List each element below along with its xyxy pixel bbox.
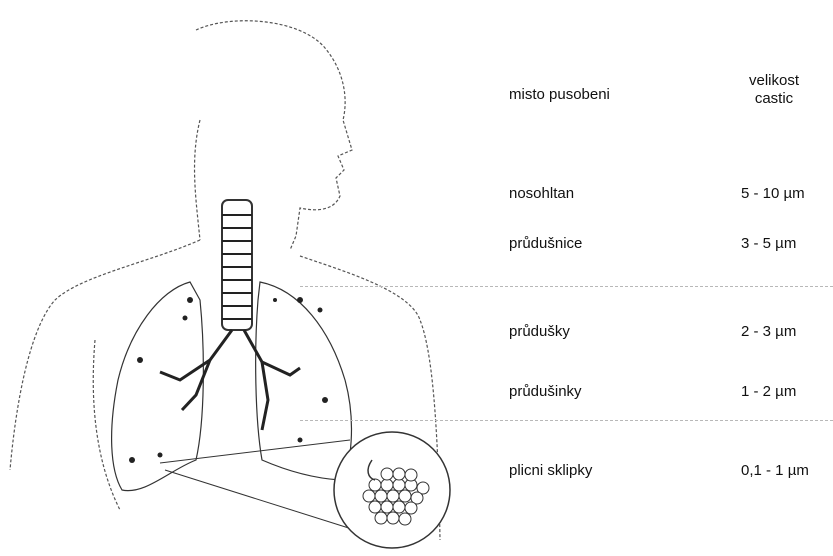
row-size: 3 - 5 µm xyxy=(741,235,796,252)
header-particle-size: velikost castic xyxy=(720,72,828,108)
row-size: 1 - 2 µm xyxy=(741,383,796,400)
head-outline xyxy=(196,21,352,250)
arm-right xyxy=(93,340,120,510)
torso-outline-left xyxy=(10,240,200,470)
row-label: nosohltan xyxy=(509,185,574,202)
row-size: 5 - 10 µm xyxy=(741,185,805,202)
header-deposition-site: misto pusobeni xyxy=(509,86,610,103)
header-particle-size-line1: velikost xyxy=(720,72,828,90)
row-label: průdušky xyxy=(509,323,570,340)
row-label: plicni sklipky xyxy=(509,462,592,479)
bronchial-tree xyxy=(160,330,300,430)
respiratory-system-illustration xyxy=(0,0,480,556)
section-divider xyxy=(300,286,833,287)
section-divider xyxy=(300,420,833,421)
row-size: 2 - 3 µm xyxy=(741,323,796,340)
row-label: průdušnice xyxy=(509,235,582,252)
header-particle-size-line2: castic xyxy=(720,90,828,108)
zoom-pointer xyxy=(160,440,355,530)
trachea xyxy=(222,200,252,330)
row-label: průdušinky xyxy=(509,383,582,400)
lung-right xyxy=(256,282,352,480)
row-size: 0,1 - 1 µm xyxy=(741,462,809,479)
neck-left xyxy=(195,120,200,240)
